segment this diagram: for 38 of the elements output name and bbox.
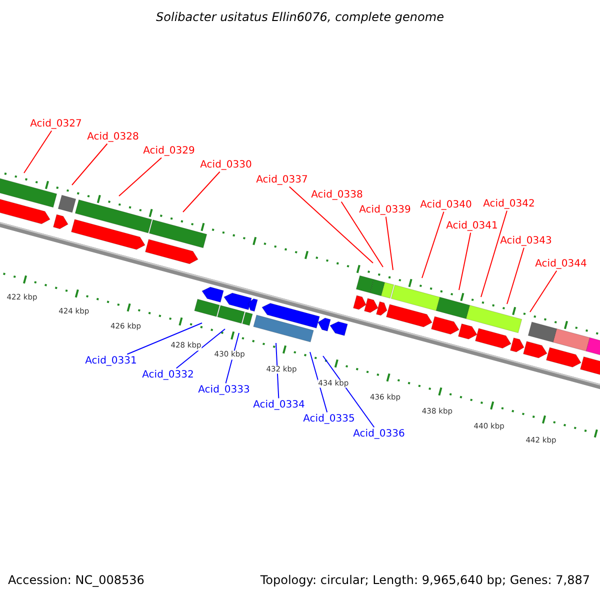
gene-label: Acid_0337 xyxy=(256,174,308,186)
leader-line xyxy=(126,322,202,355)
gene-label: Acid_0336 xyxy=(353,428,405,440)
gene-label: Acid_0334 xyxy=(253,399,305,411)
gene-label: Acid_0338 xyxy=(311,189,363,201)
gene-label: Acid_0341 xyxy=(446,220,498,232)
leader-line xyxy=(118,157,162,196)
leader-line xyxy=(480,210,508,298)
chart-title: Solibacter usitatus Ellin6076, complete genome xyxy=(156,11,444,25)
leader-line xyxy=(322,356,375,428)
leader-line xyxy=(176,328,226,369)
gene-label: Acid_0343 xyxy=(500,235,552,247)
leader-line xyxy=(310,352,328,413)
leader-line xyxy=(276,342,280,399)
leader-line xyxy=(506,247,524,304)
gene-label: Acid_0331 xyxy=(85,355,137,367)
accession-text: Accession: NC_008536 xyxy=(8,574,144,588)
gene-label: Acid_0342 xyxy=(483,198,535,210)
gene-label: Acid_0335 xyxy=(303,413,355,425)
gene-label: Acid_0329 xyxy=(143,145,195,157)
gene-label: Acid_0328 xyxy=(87,131,139,143)
gene-label: Acid_0332 xyxy=(142,369,194,381)
gene-label: Acid_0330 xyxy=(200,159,252,171)
leader-line xyxy=(422,211,444,278)
gene-label: Acid_0340 xyxy=(420,199,472,211)
leader-line xyxy=(24,130,52,174)
leader-line xyxy=(385,216,394,270)
gene-label: Acid_0339 xyxy=(359,204,411,216)
leader-line xyxy=(72,143,108,186)
gene-label: Acid_0344 xyxy=(535,258,587,270)
leader-line xyxy=(458,232,472,290)
leader-line xyxy=(530,270,558,312)
leader-line xyxy=(182,171,220,212)
leader-line xyxy=(340,201,384,268)
genome-stats-text: Topology: circular; Length: 9,965,640 bp; Genes: 7,887 xyxy=(260,574,590,588)
gene-label: Acid_0327 xyxy=(30,118,82,130)
gene-label: Acid_0333 xyxy=(198,384,250,396)
leader-line xyxy=(288,186,374,264)
